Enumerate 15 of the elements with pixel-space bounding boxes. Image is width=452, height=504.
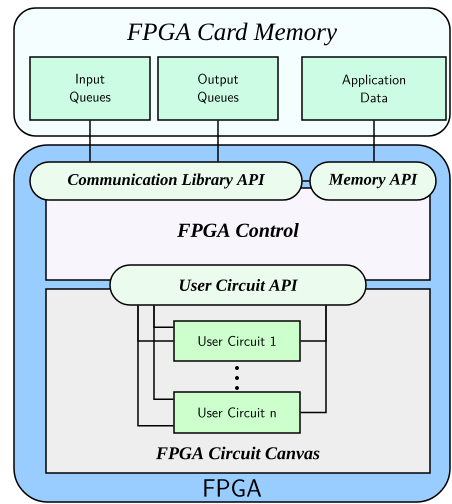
connector-line (300, 306, 327, 414)
queue-box: Output Queues (157, 56, 279, 121)
api-pill: User Circuit API (109, 264, 367, 306)
api-pill: Memory API (309, 161, 437, 201)
api-pill: Communication Library API (29, 161, 303, 201)
connector-line (373, 120, 375, 162)
circuit-box: User Circuit 1 (173, 320, 301, 362)
connector-line (217, 120, 219, 162)
connector-line (89, 120, 91, 162)
queue-box: Input Queues (29, 56, 151, 121)
circuit-box: User Circuit n (173, 391, 301, 434)
data-box: Application Data (301, 56, 447, 121)
connector-line (302, 180, 310, 182)
connector-line (137, 306, 174, 426)
connector-line (153, 306, 174, 400)
